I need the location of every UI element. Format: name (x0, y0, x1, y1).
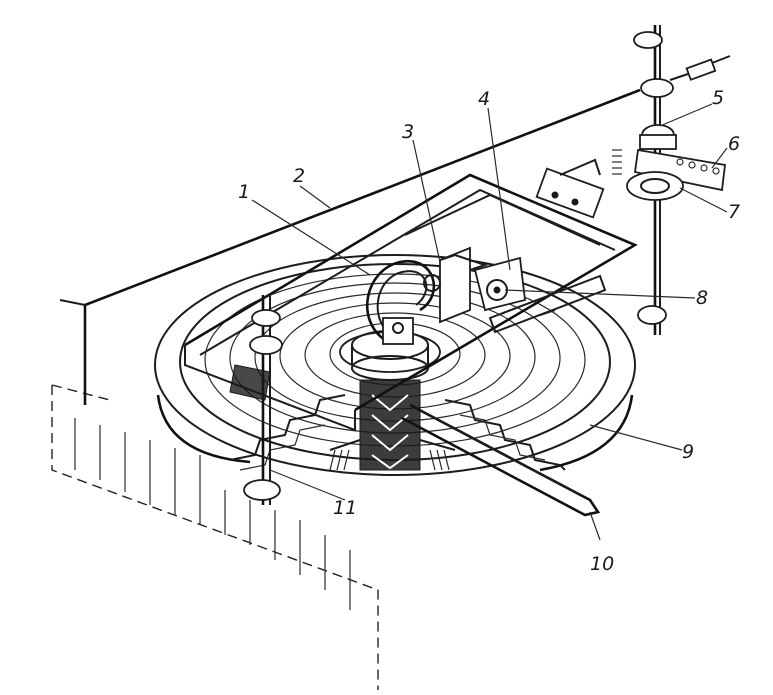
callout-10: 10 (590, 553, 614, 575)
left-rod (229, 295, 283, 505)
callout-4: 4 (478, 88, 490, 110)
lever-handle (401, 403, 601, 517)
callout-7: 7 (728, 201, 740, 223)
dashed-trough (51, 384, 379, 690)
right-shaft (612, 25, 731, 335)
leader-lines (251, 103, 728, 541)
callout-9: 9 (682, 441, 694, 463)
callout-5: 5 (712, 87, 724, 109)
callout-8: 8 (696, 287, 708, 309)
frame-sheet (59, 88, 641, 405)
callout-3: 3 (402, 121, 414, 143)
callout-1: 1 (238, 181, 250, 203)
callout-11: 11 (333, 497, 357, 519)
stepped-profile (229, 394, 566, 471)
bracket-assembly (423, 246, 607, 334)
central-hub (329, 330, 456, 471)
callout-6: 6 (728, 133, 740, 155)
callout-2: 2 (293, 165, 305, 187)
callout-labels: 1 2 3 4 5 6 7 8 9 10 11 (238, 87, 740, 575)
